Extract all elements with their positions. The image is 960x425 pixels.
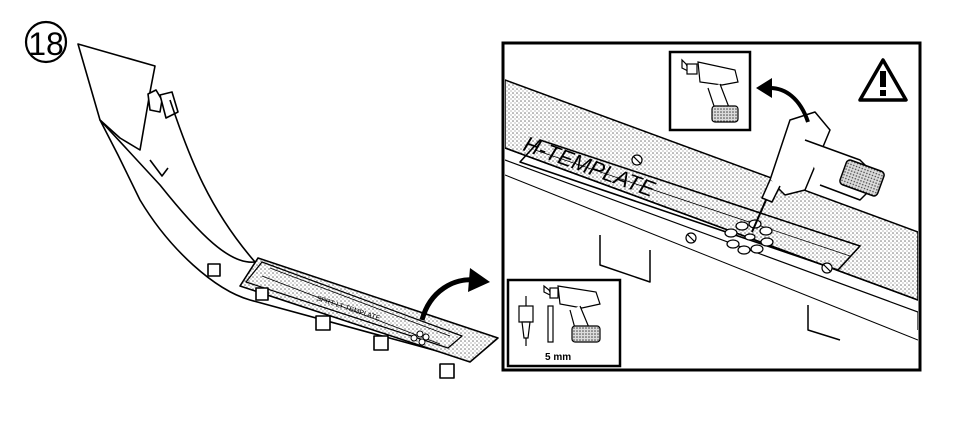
power-drill-tool-icon [543, 284, 601, 343]
warning-triangle-icon [858, 58, 908, 102]
inset-arrow [769, 86, 810, 123]
drill-bit-icon [547, 305, 554, 343]
hole-pattern-small [410, 330, 430, 346]
step-number: 18 [28, 26, 64, 62]
drill-inset-tool [681, 58, 739, 123]
arrow-head [468, 268, 490, 292]
step-number-badge: 18 [24, 20, 68, 64]
detail-callout-arrow [419, 277, 475, 321]
sill-trim-panel [77, 43, 499, 379]
hole-saw-bit-icon [518, 296, 534, 346]
power-drill-icon [751, 111, 885, 233]
drill-bit-size: 5 mm [545, 352, 571, 363]
hole-pattern [724, 219, 774, 255]
